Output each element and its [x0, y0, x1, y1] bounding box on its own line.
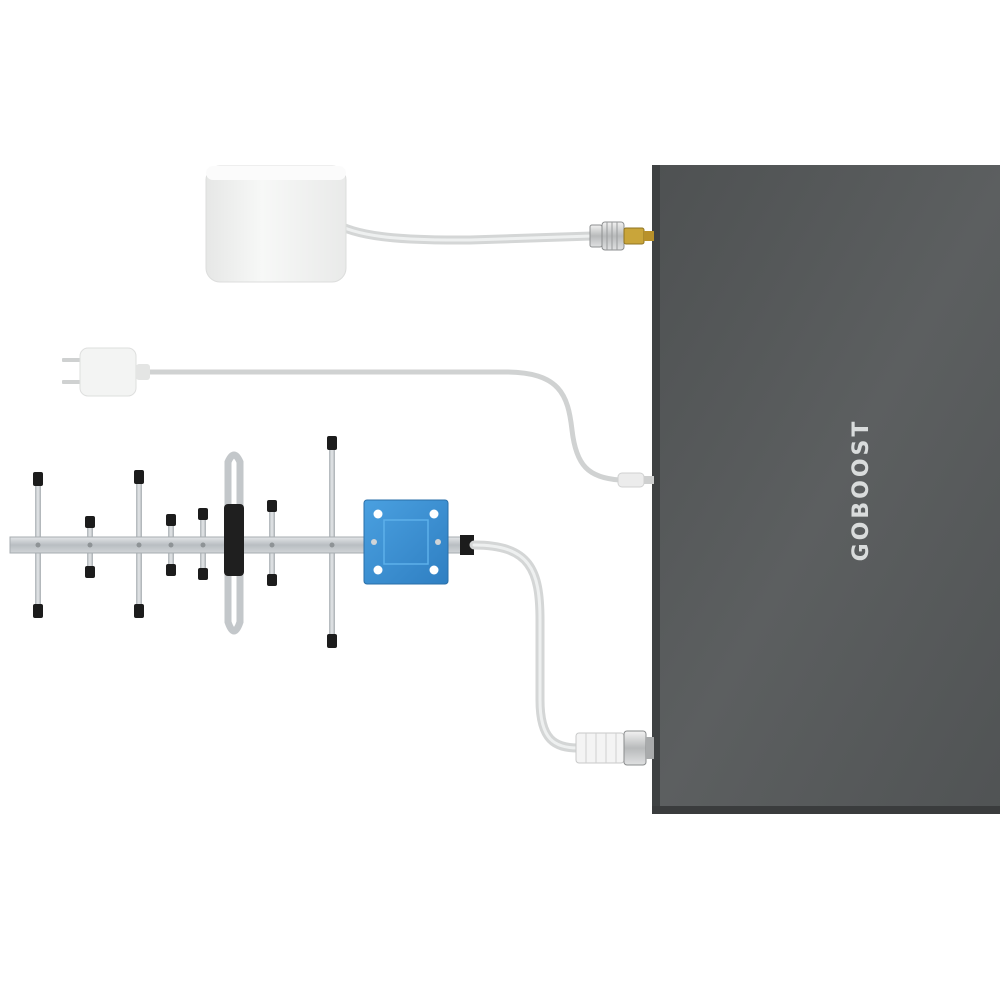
signal-booster: GOBOOST — [652, 165, 1000, 814]
outdoor-yagi-antenna — [9, 436, 474, 648]
outdoor-antenna-cable — [469, 540, 654, 766]
power-adapter — [62, 347, 654, 488]
folded-dipole — [224, 451, 244, 635]
n-type-connector — [575, 730, 654, 766]
mount-plate — [363, 499, 449, 585]
panel-antenna-body — [205, 165, 347, 283]
brand-label: GOBOOST — [849, 419, 874, 562]
sma-connector — [589, 221, 654, 251]
indoor-panel-antenna — [205, 165, 654, 283]
booster-edge — [652, 165, 660, 813]
power-cord — [145, 369, 643, 483]
adapter-body — [79, 347, 137, 397]
element-caps — [33, 436, 337, 648]
booster-body — [652, 165, 1000, 813]
dipole-block — [224, 504, 244, 576]
